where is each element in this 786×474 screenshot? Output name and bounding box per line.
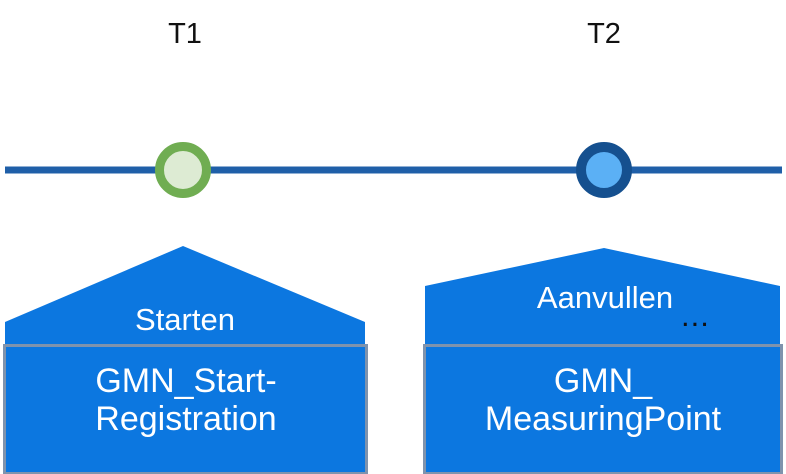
entity-label-line-1: GMN_Start- (95, 362, 277, 400)
entity-label-line-2: Registration (95, 400, 277, 439)
tick-label-t2: T2 (587, 18, 621, 50)
phase-label-aanvullen-ellipsis: ... (681, 298, 710, 333)
phase-banner-starten (5, 246, 365, 347)
phase-label-starten: Starten (135, 302, 235, 337)
entity-label-line-1: GMN_ (553, 362, 653, 400)
tick-label-t1: T1 (168, 18, 202, 50)
entity-box-gmn-start-registration (3, 344, 368, 474)
timeline-node-t1[interactable] (155, 142, 211, 198)
entity-label-gmn-measuringpoint: GMN_ MeasuringPoint (432, 362, 774, 438)
phase-banner-aanvullen (425, 248, 780, 347)
entity-label-line-2: MeasuringPoint (484, 400, 722, 439)
timeline-node-t2[interactable] (576, 142, 632, 198)
entity-label-gmn-start-registration: GMN_Start- Registration (14, 362, 358, 438)
phase-label-aanvullen: Aanvullen (536, 280, 674, 315)
